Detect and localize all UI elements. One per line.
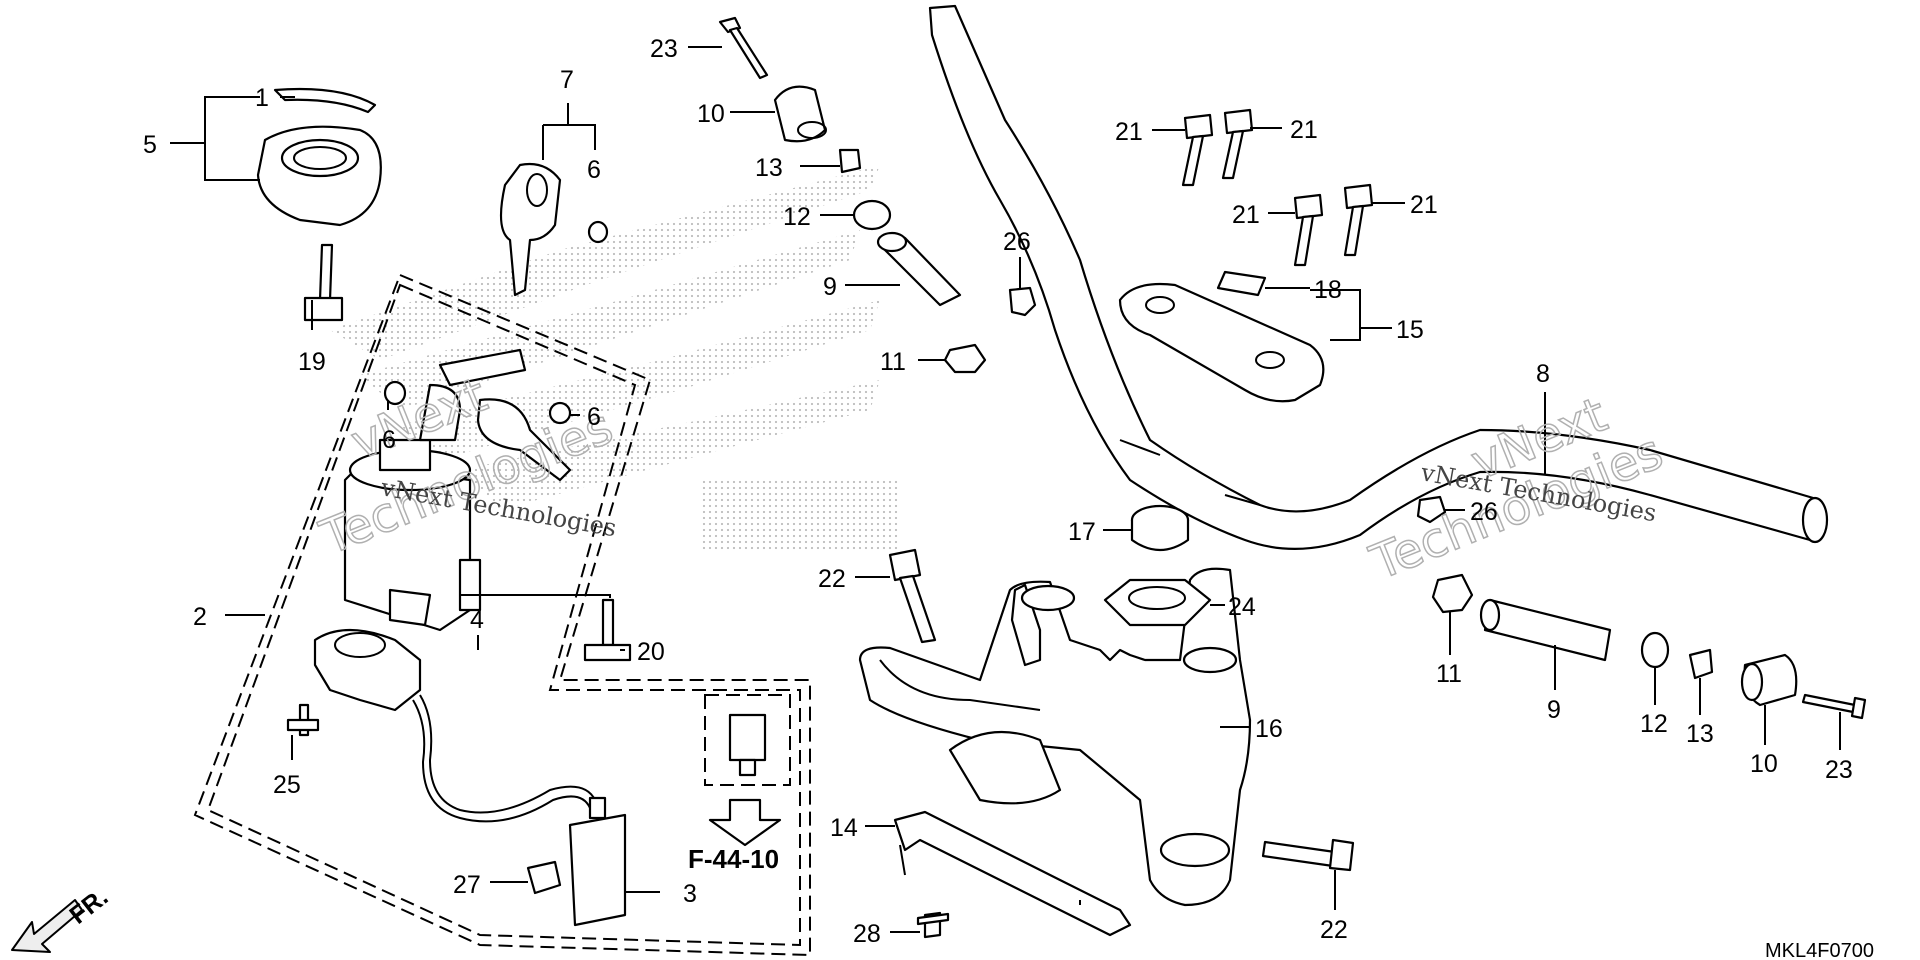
label-5: 5: [143, 131, 157, 159]
label-21c: 21: [1232, 201, 1260, 229]
plate-18-part: [1216, 270, 1267, 297]
nut-24-part: [1103, 578, 1212, 627]
label-4: 4: [470, 606, 484, 634]
label-17: 17: [1068, 518, 1096, 546]
label-13a: 13: [755, 154, 783, 182]
bolt-22b-part: [1261, 838, 1355, 872]
label-25: 25: [273, 771, 301, 799]
label-11b: 11: [1436, 660, 1462, 688]
cap-17-part: [1130, 504, 1190, 551]
label-15: 15: [1396, 316, 1424, 344]
clip-27-part: [526, 860, 562, 895]
bolt-21c-part: [1293, 193, 1324, 267]
diagram-code: MKL4F0700: [1765, 940, 1874, 960]
nut-11a-part: [943, 343, 987, 374]
screw-25-part: [286, 703, 320, 737]
label-1: 1: [255, 84, 269, 112]
label-7: 7: [560, 66, 574, 94]
label-6c: 6: [587, 403, 601, 431]
nut-11b-part: [1431, 573, 1474, 614]
label-2: 2: [193, 603, 207, 631]
label-8: 8: [1536, 360, 1550, 388]
bar-end-weight-10a-part: [773, 85, 827, 143]
clip-13a-part: [838, 148, 862, 174]
ignition-switch-part: [343, 348, 572, 632]
label-12b: 12: [1640, 710, 1668, 738]
label-19: 19: [298, 348, 326, 376]
grommet-26a-part: [1008, 286, 1037, 317]
ignition-cover-part: [256, 125, 382, 227]
label-16: 16: [1255, 715, 1283, 743]
label-13b: 13: [1686, 720, 1714, 748]
label-22a: 22: [818, 565, 846, 593]
label-27: 27: [453, 871, 481, 899]
label-26b: 26: [1470, 498, 1498, 526]
label-21b: 21: [1290, 116, 1318, 144]
spacer-12b-part: [1640, 631, 1670, 669]
snap-ring-part: [273, 87, 377, 114]
screw-28-part: [916, 911, 950, 939]
reference-label: F-44-10: [688, 844, 779, 874]
grommet-6a-part: [587, 220, 609, 244]
label-11a: 11: [880, 348, 906, 376]
label-21a: 21: [1115, 118, 1143, 146]
screw-19-part: [303, 243, 344, 322]
reference-inset: [704, 694, 791, 847]
label-10a: 10: [697, 100, 725, 128]
grommet-26b-part: [1416, 495, 1447, 524]
bolt-21b-part: [1221, 108, 1254, 180]
label-6b: 6: [382, 426, 396, 454]
label-18: 18: [1314, 276, 1342, 304]
label-12a: 12: [783, 203, 811, 231]
label-9b: 9: [1547, 696, 1561, 724]
label-21d: 21: [1410, 191, 1438, 219]
front-direction-label: FR.: [64, 883, 113, 930]
bolt-22a-part: [888, 548, 937, 644]
assembly-2-outline: [193, 273, 811, 957]
spacer-12a-part: [852, 199, 892, 231]
inner-rod-9b-part: [1479, 598, 1612, 662]
inner-rod-9a-part: [876, 231, 962, 307]
module-3-part: [568, 796, 627, 927]
screw-20-part: [583, 598, 632, 662]
label-14: 14: [830, 814, 858, 842]
label-24: 24: [1228, 593, 1256, 621]
grommet-6b-part: [383, 380, 407, 406]
key-part: [499, 162, 562, 297]
front-direction-arrow: [11, 899, 83, 953]
label-28: 28: [853, 920, 881, 948]
top-bridge-part: [858, 567, 1252, 907]
grommet-6c-part: [548, 401, 572, 425]
clip-13b-part: [1688, 648, 1714, 680]
leader-lines: [170, 46, 1841, 933]
label-22b: 22: [1320, 916, 1348, 944]
bolt-21a-part: [1181, 113, 1214, 187]
label-20: 20: [637, 638, 665, 666]
label-23a: 23: [650, 35, 678, 63]
label-23b: 23: [1825, 756, 1853, 784]
handlebar-part: [928, 4, 1829, 550]
immobilizer-sensor-part: [313, 628, 596, 823]
label-9a: 9: [823, 273, 837, 301]
label-26a: 26: [1003, 228, 1031, 256]
part-labels: 1 5 7 6 19 6 6 2 4 20 25 27 3 23 10 13 1…: [143, 35, 1853, 948]
label-3: 3: [683, 880, 697, 908]
screw-23b-part: [1801, 693, 1867, 720]
bracket-14-part: [893, 810, 1132, 937]
screw-23a-part: [718, 16, 769, 80]
upper-holder-part: [1118, 282, 1325, 403]
label-6a: 6: [587, 156, 601, 184]
label-10b: 10: [1750, 750, 1778, 778]
bolt-21d-part: [1343, 183, 1374, 257]
bar-end-weight-10b-part: [1740, 653, 1798, 707]
